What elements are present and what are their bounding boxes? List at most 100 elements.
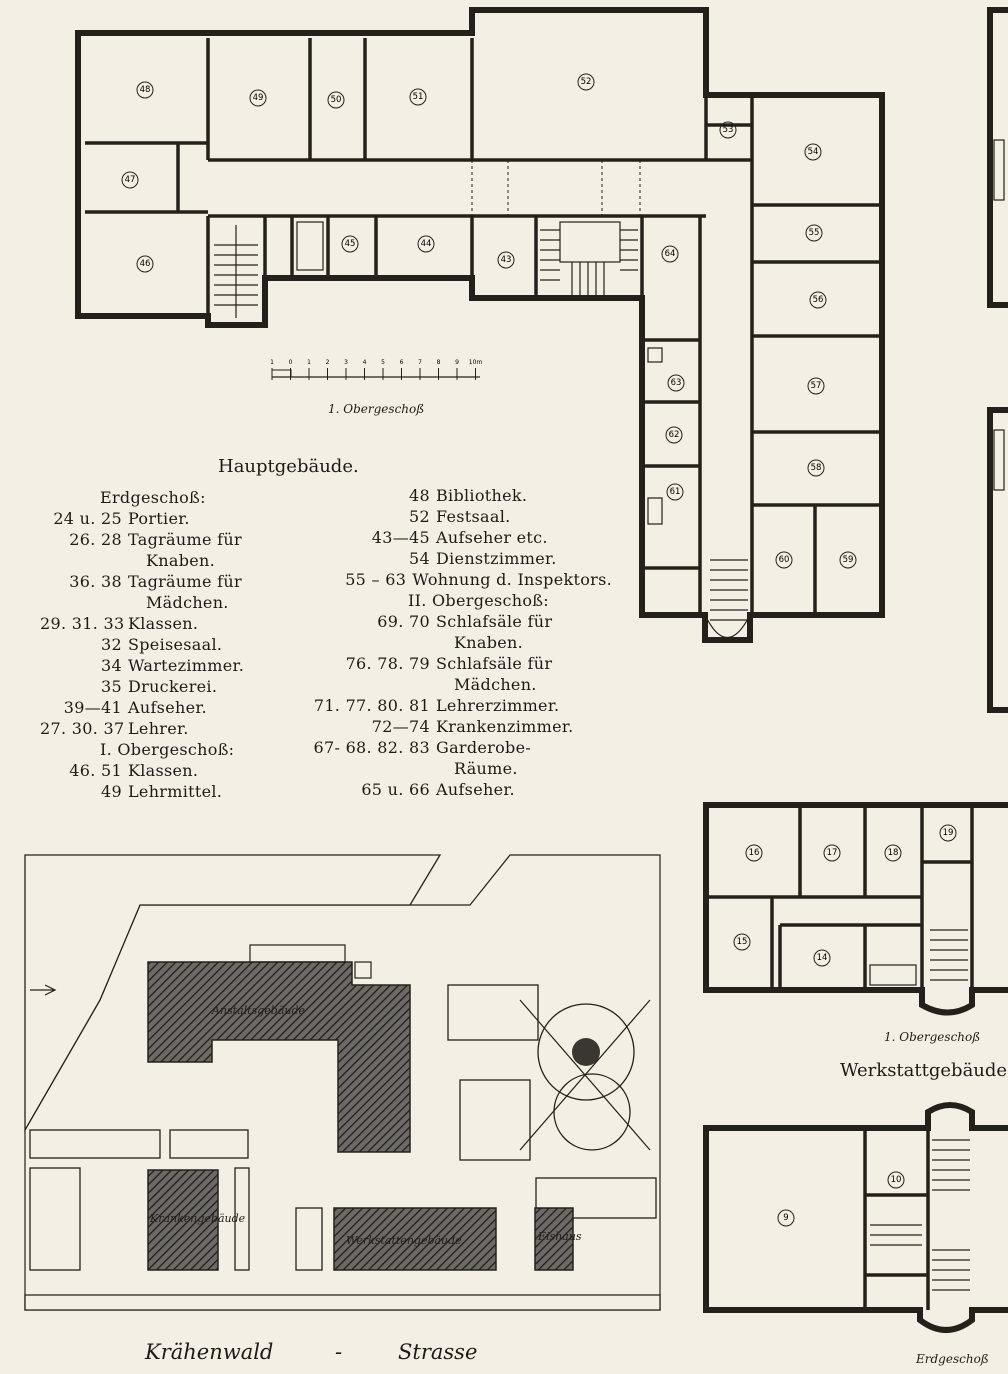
room-number: 15 — [737, 937, 748, 947]
legend-row: Knaben. — [40, 550, 290, 571]
garden-circle — [519, 999, 651, 1151]
room-number: 51 — [413, 92, 424, 102]
legend-room-label: II. Obergeschoß: — [408, 591, 549, 610]
street-name-right: Strasse — [398, 1340, 478, 1364]
legend-room-numbers — [40, 739, 94, 760]
legend-room-numbers — [302, 674, 448, 695]
legend-row: I. Obergeschoß: — [40, 739, 290, 760]
room-number: 14 — [817, 953, 828, 963]
scale-label: 3 — [344, 359, 348, 366]
legend-room-label: Mädchen. — [454, 675, 537, 694]
scale-label: 4 — [363, 359, 367, 366]
legend-row: Erdgeschoß: — [40, 487, 290, 508]
room-number: 52 — [581, 77, 592, 87]
room-number: 56 — [813, 295, 824, 305]
room-number: 9 — [783, 1213, 788, 1223]
legend-room-numbers: 24 u. 25 — [53, 509, 122, 528]
room-number: 45 — [345, 239, 356, 249]
legend-room-numbers — [302, 758, 448, 779]
legend-room-label: Räume. — [454, 759, 518, 778]
scale-label: 8 — [437, 359, 441, 366]
legend-room-label: Druckerei. — [128, 677, 218, 696]
legend-room-numbers: 49 — [101, 782, 122, 801]
legend-room-label: Aufseher. — [436, 780, 515, 799]
site-side-building — [147, 1169, 219, 1271]
scale-label: 0 — [289, 359, 293, 366]
legend-row: Knaben. — [302, 632, 612, 653]
scale-label: 9 — [455, 359, 459, 366]
room-number: 19 — [943, 828, 954, 838]
legend-room-label: Klassen. — [128, 761, 199, 780]
right-edge-partial-plans — [987, 7, 1008, 713]
legend-room-numbers — [40, 592, 140, 613]
legend-left: Erdgeschoß: 24 u. 25 Portier. 26. 28 Tagräum… — [40, 487, 290, 802]
site-shed — [534, 1207, 574, 1271]
legend-room-numbers: 71. 77. 80. 81 — [313, 696, 430, 715]
legend-room-label: Wohnung d. Inspektors. — [412, 570, 612, 589]
room-number: 16 — [749, 848, 760, 858]
legend-room-label: Bibliothek. — [436, 486, 528, 505]
workshop-upper-plan: 16 17 18 19 15 14 — [703, 802, 1008, 1016]
legend-room-label: Knaben. — [146, 551, 215, 570]
stair-core-right — [704, 559, 751, 639]
legend-room-numbers: 46. 51 — [69, 761, 122, 780]
street-name-left: Krähenwald — [145, 1340, 274, 1364]
scale-label: 1 — [307, 359, 311, 366]
site-label-side: Krankengebäude — [149, 1212, 246, 1225]
legend-room-numbers: 72—74 — [371, 717, 430, 736]
room-number: 54 — [808, 147, 819, 157]
room-number: 50 — [331, 95, 342, 105]
legend-row: Mädchen. — [40, 592, 290, 613]
workshop-ground-caption: Erdgeschoß — [916, 1352, 989, 1366]
legend-room-label: Tagräume für — [128, 572, 242, 591]
legend-room-numbers: 55 – 63 — [345, 570, 407, 589]
legend-room-label: Aufseher etc. — [436, 528, 548, 547]
site-main-building — [147, 961, 411, 1153]
stair-core-centre — [540, 221, 638, 296]
legend-room-numbers — [40, 550, 140, 571]
room-number: 47 — [125, 175, 136, 185]
legend-room-numbers: 48 — [409, 486, 430, 505]
room-number: 49 — [253, 93, 264, 103]
scale-label: 6 — [400, 359, 404, 366]
room-number: 17 — [827, 848, 838, 858]
scale-label: 5 — [381, 359, 385, 366]
room-number: 58 — [811, 463, 822, 473]
legend-room-numbers: 32 — [101, 635, 122, 654]
legend-room-label: Speisesaal. — [128, 635, 223, 654]
room-number: 46 — [140, 259, 151, 269]
legend-row: Mädchen. — [302, 674, 612, 695]
legend-row: 72—74 Krankenzimmer. — [302, 716, 612, 737]
legend-room-numbers: 54 — [409, 549, 430, 568]
legend-room-label: Wartezimmer. — [128, 656, 245, 675]
legend-room-label: Portier. — [128, 509, 190, 528]
room-number: 18 — [888, 848, 899, 858]
scale-label: 7 — [418, 359, 422, 366]
legend-row: 48 Bibliothek. — [302, 485, 612, 506]
legend-room-label: Schlafsäle für — [436, 654, 553, 673]
legend-room-label: Knaben. — [454, 633, 523, 652]
legend-room-label: Dienstzimmer. — [436, 549, 557, 568]
legend-room-label: Schlafsäle für — [436, 612, 553, 631]
legend-row: 54 Dienstzimmer. — [302, 548, 612, 569]
legend-room-numbers: 67- 68. 82. 83 — [313, 738, 430, 757]
legend-room-numbers — [40, 487, 94, 508]
workshop-ground-plan: 9 10 — [703, 1102, 1008, 1333]
legend-room-numbers: 29. 31. 33 — [40, 614, 125, 633]
legend-room-numbers: 26. 28 — [69, 530, 122, 549]
legend-room-label: Mädchen. — [146, 593, 229, 612]
legend-room-numbers: 39—41 — [63, 698, 122, 717]
legend-room-label: Tagräume für — [128, 530, 242, 549]
legend-room-label: Lehrer. — [128, 719, 189, 738]
room-number: 60 — [779, 555, 790, 565]
legend-room-label: Erdgeschoß: — [100, 488, 206, 507]
legend-room-label: Krankenzimmer. — [436, 717, 574, 736]
